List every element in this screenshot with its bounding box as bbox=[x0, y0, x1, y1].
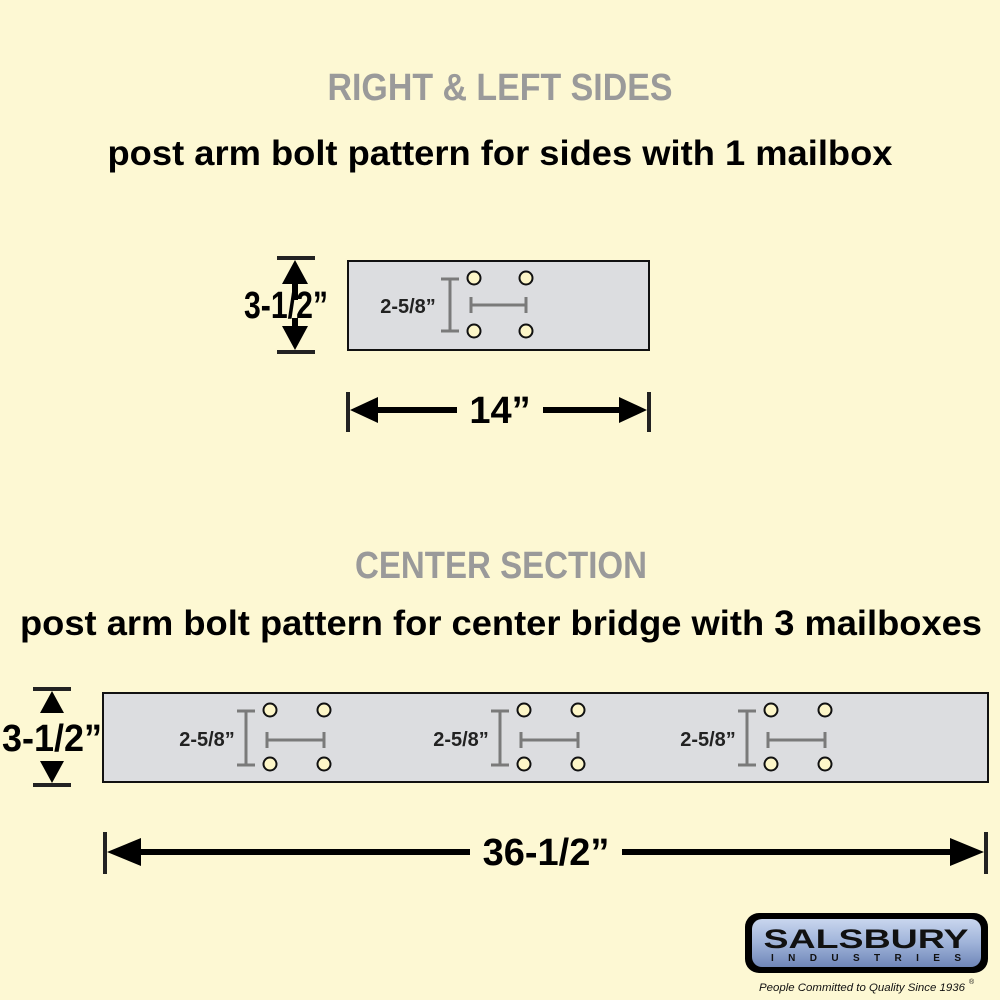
bolt-hole bbox=[817, 756, 833, 772]
center-title: CENTER SECTION bbox=[355, 545, 647, 587]
bolt-hole bbox=[516, 756, 532, 772]
bolt-hole bbox=[518, 323, 534, 339]
bolt-spacing-bracket bbox=[441, 277, 528, 333]
center-height-label: 3-1/2” bbox=[2, 718, 102, 760]
bolt-spacing-label: 2-5/8” bbox=[680, 729, 736, 751]
side-plate: 2-5/8” bbox=[347, 260, 650, 351]
top-width-label: 14” bbox=[469, 390, 530, 432]
bolt-hole bbox=[516, 702, 532, 718]
bolt-spacing-label: 2-5/8” bbox=[380, 296, 436, 318]
bolt-pattern-3: 2-5/8” bbox=[680, 702, 833, 772]
bolt-hole bbox=[466, 270, 482, 286]
bolt-hole bbox=[570, 756, 586, 772]
bolt-spacing-label: 2-5/8” bbox=[433, 729, 489, 751]
top-width-dimension: 14” bbox=[346, 390, 651, 432]
top-subtitle: post arm bolt pattern for sides with 1 m… bbox=[108, 134, 894, 173]
bolt-pattern-1: 2-5/8” bbox=[179, 702, 332, 772]
bolt-hole bbox=[262, 702, 278, 718]
bolt-hole bbox=[763, 756, 779, 772]
bolt-hole bbox=[262, 756, 278, 772]
registered-mark: ® bbox=[969, 978, 975, 986]
logo-name: SALSBURY bbox=[764, 924, 969, 954]
center-subtitle: post arm bolt pattern for center bridge … bbox=[20, 604, 982, 643]
bolt-spacing-label: 2-5/8” bbox=[179, 729, 235, 751]
bolt-hole bbox=[316, 702, 332, 718]
center-width-label: 36-1/2” bbox=[483, 832, 610, 874]
center-width-dimension: 36-1/2” bbox=[103, 832, 988, 874]
top-height-label: 3-1/2” bbox=[244, 285, 328, 327]
logo-tagline: People Committed to Quality Since 1936 bbox=[759, 982, 966, 994]
bolt-hole bbox=[570, 702, 586, 718]
center-plate: 2-5/8” 2-5/8” 2-5/8” bbox=[102, 692, 989, 783]
top-title: RIGHT & LEFT SIDES bbox=[328, 67, 673, 109]
salsbury-logo: SALSBURY INDUSTRIES People Committed to … bbox=[745, 913, 988, 994]
bolt-hole bbox=[518, 270, 534, 286]
bolt-pattern-2: 2-5/8” bbox=[433, 702, 586, 772]
top-height-dimension: 3-1/2” bbox=[244, 256, 328, 354]
bolt-hole bbox=[817, 702, 833, 718]
bolt-hole bbox=[316, 756, 332, 772]
center-height-dimension: 3-1/2” bbox=[2, 687, 102, 787]
bolt-hole bbox=[763, 702, 779, 718]
bolt-hole bbox=[466, 323, 482, 339]
